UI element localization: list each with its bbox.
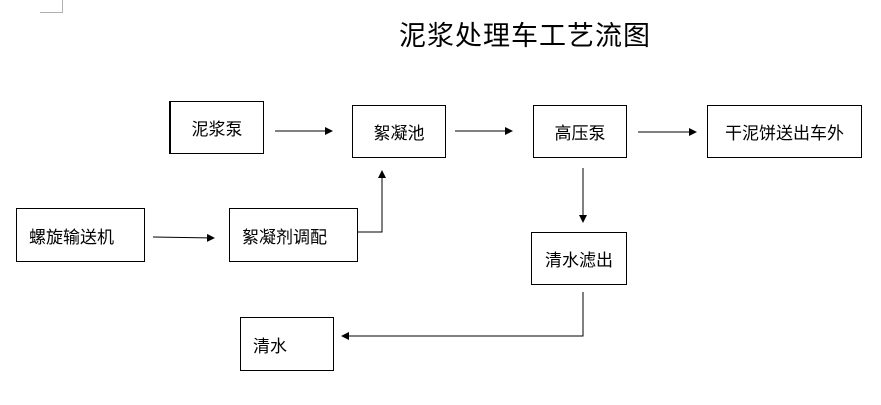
node-screw-conveyor: 螺旋输送机: [16, 208, 145, 262]
node-clear-water: 清水: [240, 317, 334, 371]
edge-clear-water-filter-to-clear-water: [341, 292, 584, 340]
node-dry-cake-out: 干泥饼送出车外: [707, 105, 862, 158]
node-flocculant-mixing-label: 絮凝剂调配: [242, 227, 327, 248]
node-flocculation-tank: 絮凝池: [352, 105, 446, 158]
node-mud-pump-label: 泥浆泵: [191, 120, 243, 140]
node-high-pressure-pump: 高压泵: [533, 105, 627, 158]
node-flocculant-mixing: 絮凝剂调配: [229, 208, 358, 262]
node-clear-water-filter-label: 清水滤出: [545, 251, 613, 271]
node-mud-pump: 泥浆泵: [169, 101, 264, 154]
diagram-title: 泥浆处理车工艺流图: [399, 21, 651, 52]
node-screw-conveyor-label: 螺旋输送机: [29, 227, 114, 248]
edge-screw-conveyor-to-flocculant-mixing: [152, 233, 215, 242]
node-flocculation-tank-label: 絮凝池: [373, 124, 425, 144]
node-dry-cake-out-label: 干泥饼送出车外: [725, 124, 844, 144]
node-clear-water-filter: 清水滤出: [531, 232, 627, 285]
node-clear-water-label: 清水: [253, 336, 287, 357]
page-corner-mark: [40, 0, 63, 13]
edge-flocculant-mixing-to-flocculation-tank: [357, 170, 386, 233]
node-high-pressure-pump-label: 高压泵: [554, 124, 606, 144]
